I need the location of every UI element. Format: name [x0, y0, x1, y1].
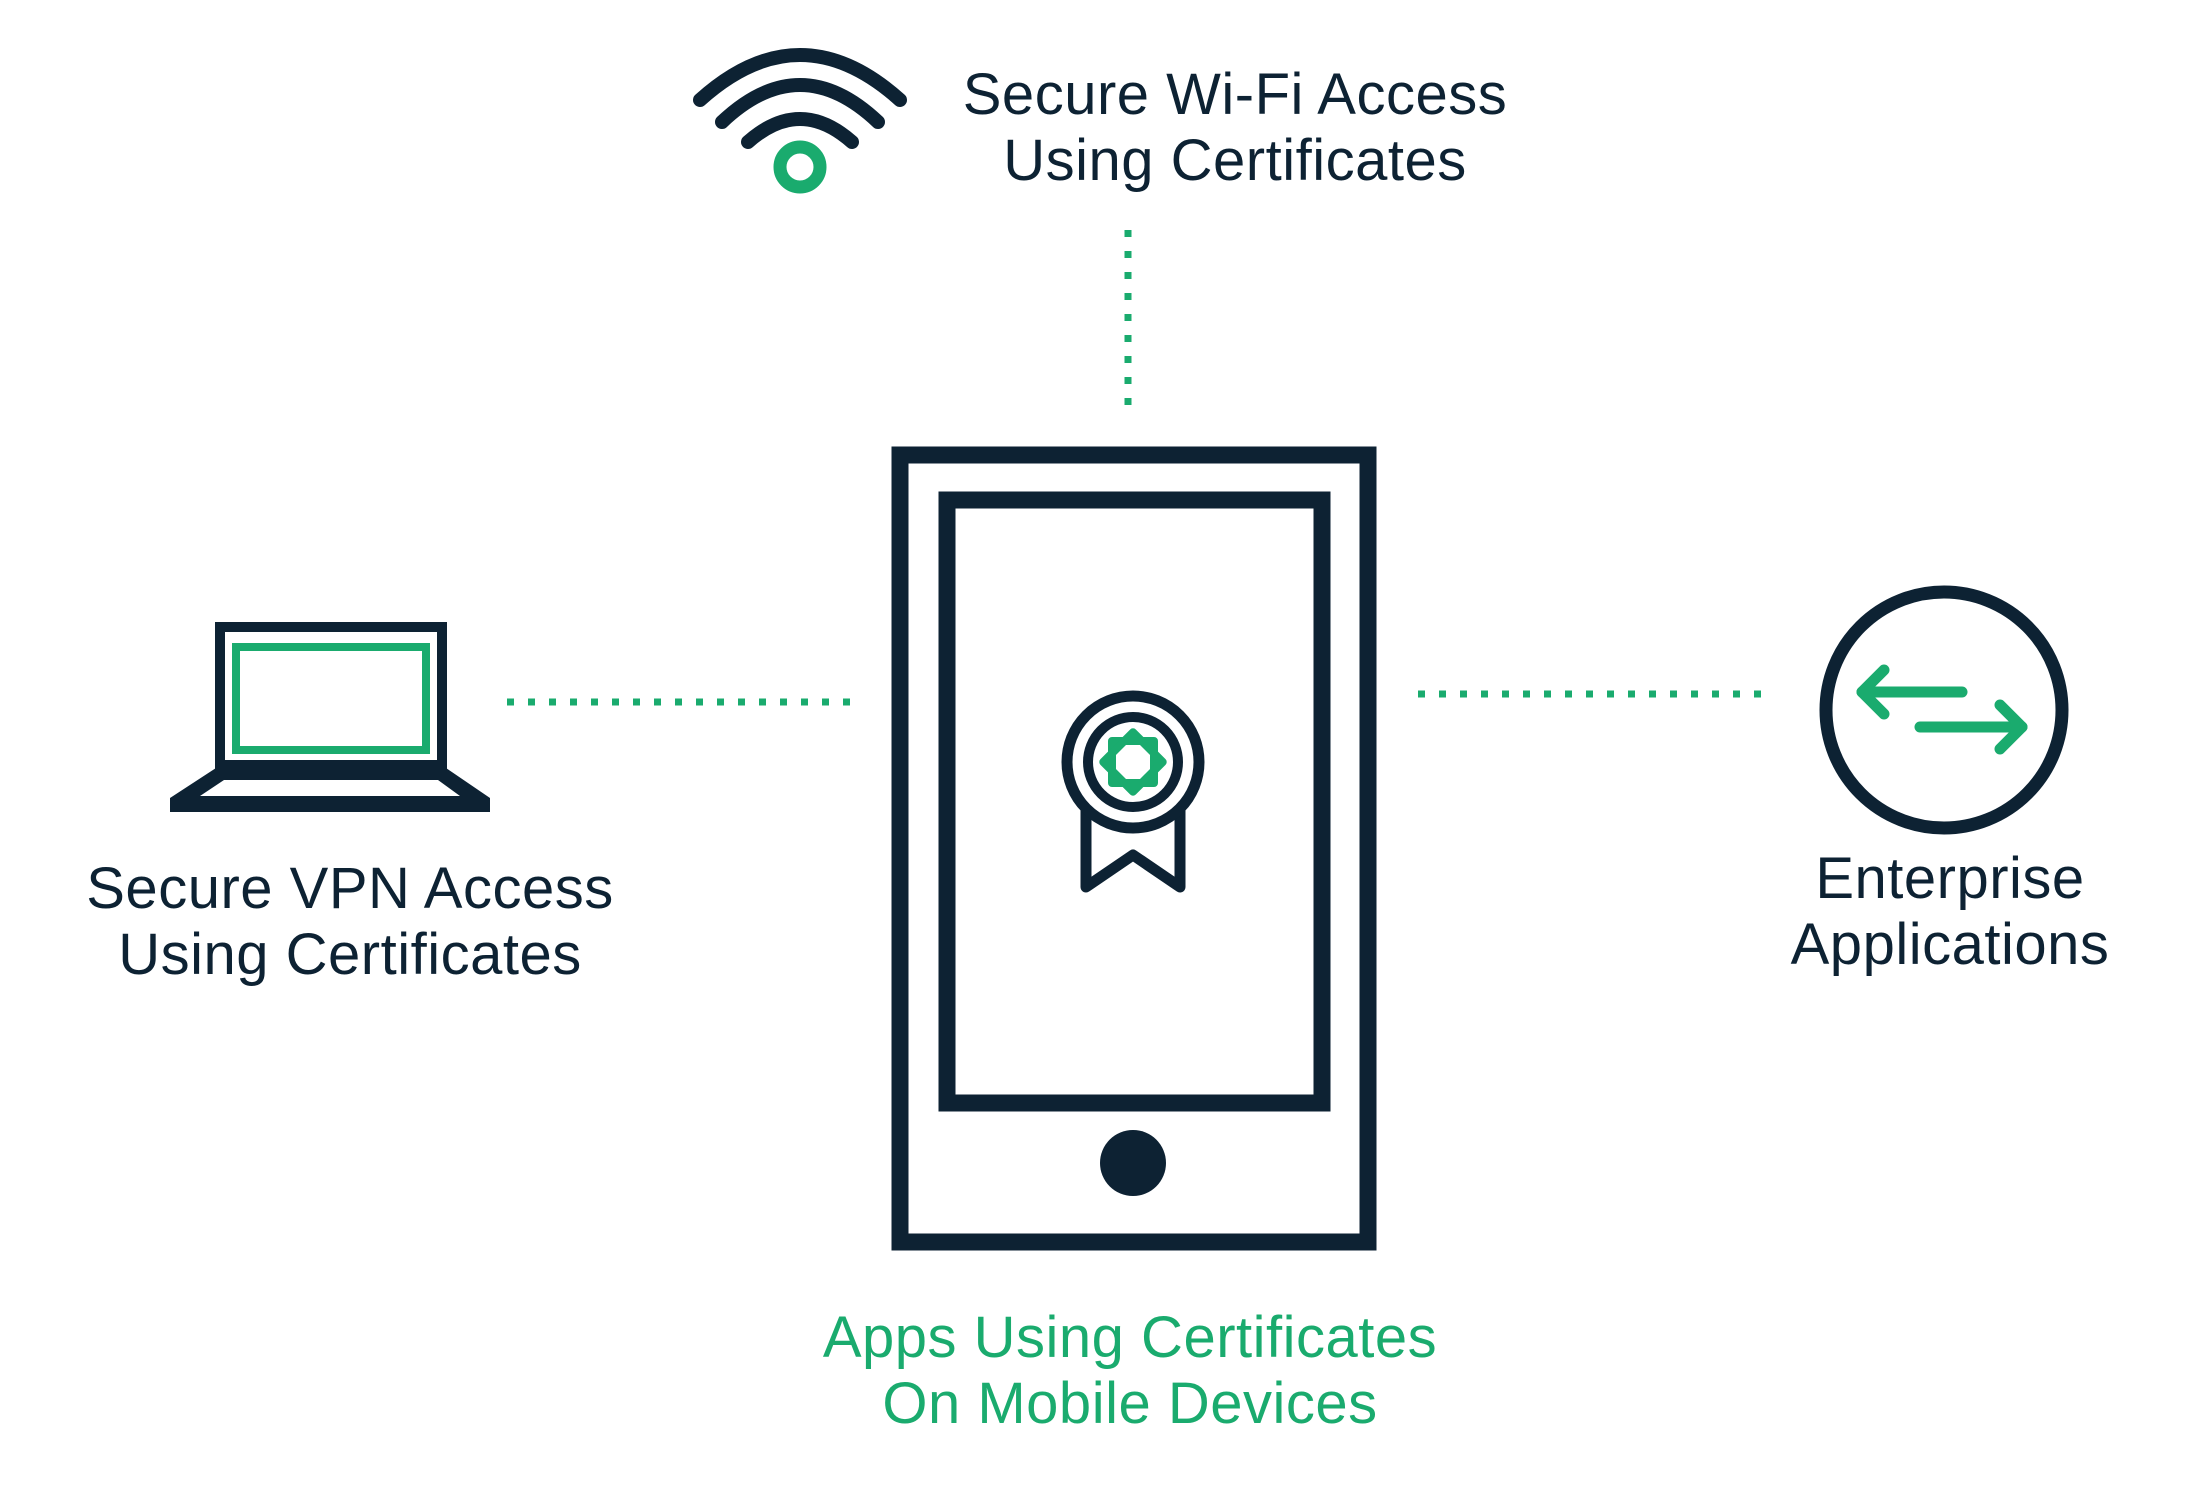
- wifi-label-line2: Using Certificates: [1003, 128, 1467, 193]
- certificate-ribbon-icon: [1061, 690, 1205, 893]
- wifi-icon: [693, 48, 907, 194]
- vpn-label: Secure VPN Access Using Certificates: [20, 856, 680, 988]
- enterprise-label-line1: Enterprise: [1815, 846, 2085, 911]
- vpn-label-line1: Secure VPN Access: [86, 856, 614, 921]
- apps-label: Apps Using Certificates On Mobile Device…: [720, 1305, 1540, 1437]
- wifi-label-line1: Secure Wi-Fi Access: [962, 62, 1508, 127]
- mobile-phone-icon: [891, 446, 1377, 1251]
- vpn-label-line2: Using Certificates: [118, 922, 582, 987]
- home-button-icon: [1100, 1130, 1166, 1196]
- enterprise-label: Enterprise Applications: [1680, 846, 2194, 978]
- exchange-arrows-icon: [1819, 585, 2069, 835]
- apps-label-line2: On Mobile Devices: [882, 1371, 1378, 1436]
- apps-label-line1: Apps Using Certificates: [822, 1305, 1438, 1370]
- laptop-icon: [170, 622, 490, 812]
- wifi-label: Secure Wi-Fi Access Using Certificates: [850, 62, 1620, 194]
- enterprise-label-line2: Applications: [1790, 912, 2110, 977]
